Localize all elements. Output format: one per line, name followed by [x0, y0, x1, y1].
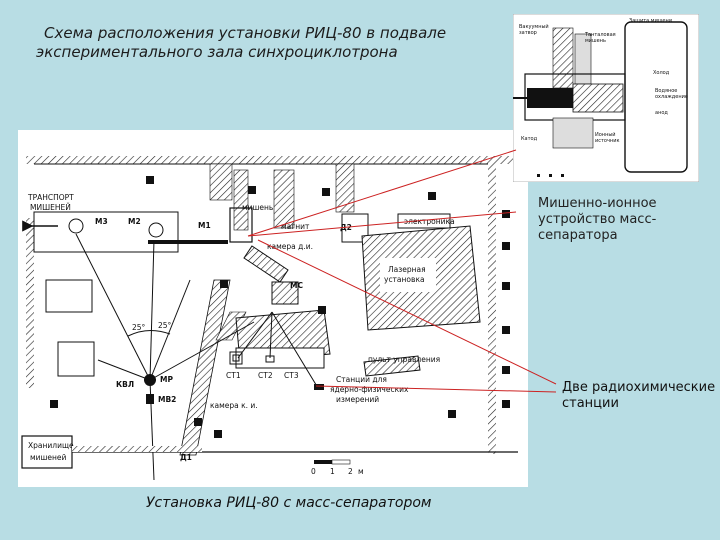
inset-label-ion: источник: [595, 138, 619, 144]
station-st3: [314, 384, 324, 390]
magnet-mv2: [146, 394, 154, 404]
label-mv2: МВ2: [158, 395, 176, 404]
title-line-2: экспериментального зала синхроциклотрона: [36, 43, 398, 61]
label-storage-1: Хранилище: [28, 441, 74, 450]
inset-label-shield: Защита мишени: [629, 18, 672, 24]
station-st1: [229, 351, 243, 365]
label-laser-1: Лазерная: [388, 265, 426, 274]
label-mr: МР: [160, 375, 173, 384]
inset-label-water-1: Водяное: [655, 88, 677, 94]
inset-label-water-2: охлаждение: [655, 94, 688, 100]
label-camera-ki: камера к. и.: [210, 401, 258, 410]
label-camera-di: камера д.и.: [267, 242, 313, 251]
label-angle-left: 25°: [132, 323, 146, 332]
label-laser-2: установка: [384, 275, 425, 284]
ion-source-inset-diagram: Вакуумный затвор Танталовая мишень Защит…: [513, 14, 699, 182]
callout-stations: Две радиохимические станции: [562, 380, 716, 411]
storage-box: [21, 435, 73, 469]
label-transport: ТРАНСПОРТ: [27, 193, 74, 202]
title-line-1: Схема расположения установки РИЦ-80 в по…: [44, 24, 447, 42]
label-st3: СТ3: [284, 371, 299, 380]
block-3: [273, 169, 295, 229]
block-4: [335, 163, 355, 213]
callout-ion-source: Мишенно-ионное устройство масс-сепаратор…: [538, 196, 657, 243]
label-scale-unit: м: [358, 467, 364, 476]
label-m2: М2: [128, 217, 141, 226]
room-left-upper: [45, 279, 93, 313]
label-d1: Д1: [180, 453, 192, 462]
wall-left: [26, 218, 34, 388]
room-transport: [33, 211, 179, 253]
label-control: пульт управления: [368, 355, 440, 364]
station-area: [235, 347, 325, 369]
label-st2: СТ2: [258, 371, 273, 380]
beam-guide: [148, 240, 228, 244]
magnet-mr: [144, 374, 156, 386]
label-stations-3: измерений: [336, 395, 379, 404]
label-scale-1: 1: [330, 467, 335, 476]
angle-arc: [127, 330, 171, 337]
inset-label-cold: Холод: [653, 70, 670, 76]
label-storage-2: мишеней: [30, 453, 67, 462]
inset-label-cathode: Катод: [521, 136, 538, 142]
label-d2: Д2: [340, 223, 352, 232]
label-stations-1: Станции для: [336, 375, 387, 384]
label-m3: М3: [95, 217, 108, 226]
wall-right: [488, 164, 496, 454]
label-angle-right: 25°: [158, 321, 172, 330]
inset-label-vacuum-2: затвор: [519, 30, 537, 36]
floor-plan-diagram: ТРАНСПОРТ МИШЕНЕЙ М3 М2 М1 мишень магнит…: [18, 130, 528, 487]
inset-label-tungsten-1: Танталовая: [584, 32, 616, 38]
label-magnet: магнит: [281, 222, 310, 231]
label-electronics: электроника: [404, 217, 455, 226]
label-kvl: КВЛ: [116, 380, 134, 389]
inset-label-holder: Ионный: [595, 131, 616, 138]
slide-title: Схема расположения установки РИЦ-80 в по…: [36, 24, 496, 62]
block-1: [209, 163, 233, 201]
label-stations-2: ядерно-физических: [330, 385, 409, 394]
magnet-m2: [148, 222, 164, 238]
inset-label-tungsten-2: мишень: [585, 38, 606, 44]
block-2: [233, 169, 249, 231]
label-scale-0: 0: [311, 467, 316, 476]
magnet-m3: [68, 218, 84, 234]
label-targets: МИШЕНЕЙ: [30, 203, 71, 212]
label-target: мишень: [242, 203, 273, 212]
label-st1: СТ1: [226, 371, 241, 380]
label-scale-2: 2: [348, 467, 353, 476]
label-m1: М1: [198, 221, 211, 230]
room-left-lower: [57, 341, 95, 377]
wall-top: [26, 156, 526, 164]
wall-bottom: [72, 446, 202, 452]
inset-label-vacuum-1: Вакуумный: [519, 23, 549, 30]
inset-label-anode: анод: [655, 110, 668, 116]
label-ms: МС: [290, 281, 303, 290]
slide-caption: Установка РИЦ-80 с масс-сепаратором: [146, 495, 432, 511]
